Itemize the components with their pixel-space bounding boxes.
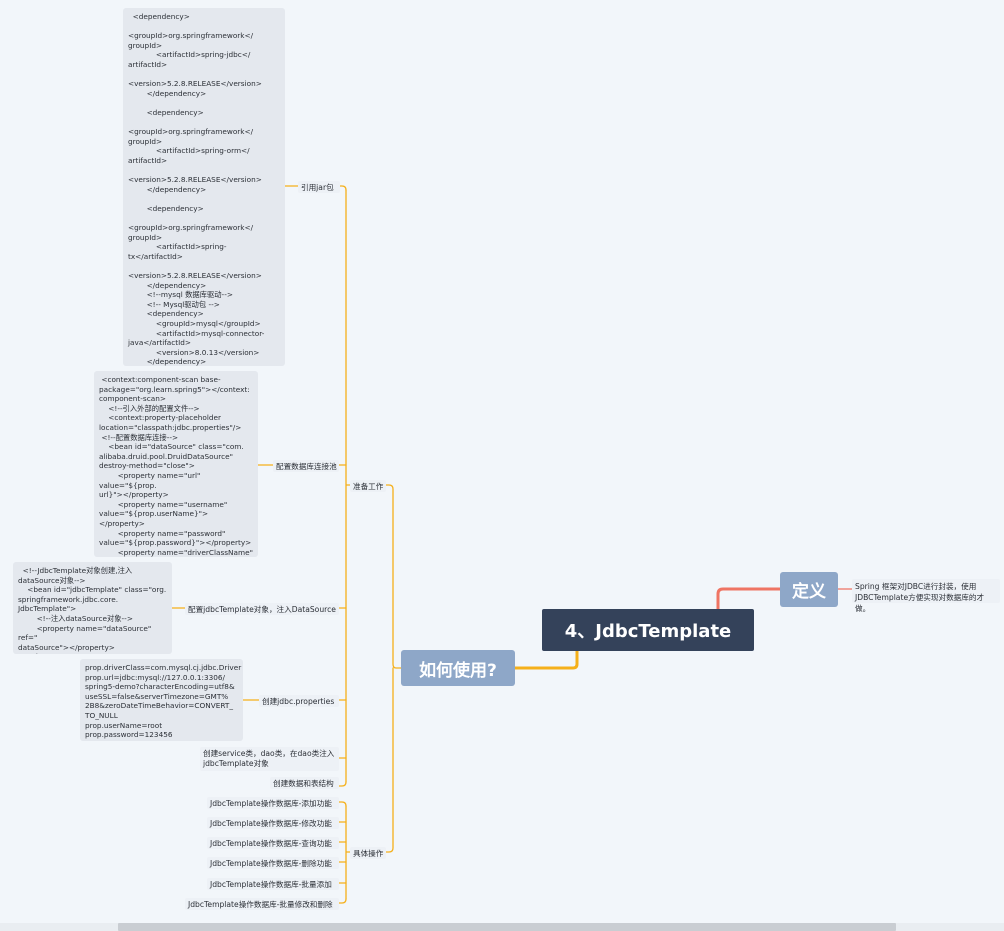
code-datasource-config[interactable]: <context:component-scan base- package="o… [94, 371, 258, 557]
link-ops-batchupdate [338, 898, 347, 904]
usage-topic[interactable]: 如何使用? [401, 650, 515, 686]
ops-item-query[interactable]: JdbcTemplate操作数据库-查询功能 [207, 837, 339, 849]
horizontal-scrollbar[interactable] [0, 923, 1004, 931]
link-prep-trunk [345, 189, 351, 783]
prep-topic[interactable]: 准备工作 [350, 480, 386, 492]
prep-item-jdbctemplate[interactable]: 配置jdbcTemplate对象，注入DataSource [185, 603, 339, 615]
prep-item-service[interactable]: 创建service类，dao类，在dao类注入jdbcTemplate对象 [200, 747, 339, 771]
link-prep-jar [338, 185, 347, 191]
definition-text[interactable]: Spring 框架对JDBC进行封装，使用JDBCTemplate方便实现对数据… [852, 579, 1000, 613]
link-root-usage [513, 649, 579, 670]
ops-item-add[interactable]: JdbcTemplate操作数据库-添加功能 [207, 797, 339, 809]
link-usage-prep [383, 484, 402, 669]
code-jar-dependencies[interactable]: <dependency> <groupId>org.springframewor… [123, 8, 285, 366]
code-jdbc-properties[interactable]: prop.driverClass=com.mysql.cj.jdbc.Drive… [80, 659, 243, 741]
root-topic[interactable]: 4、JdbcTemplate [542, 609, 754, 651]
scrollbar-thumb[interactable] [118, 923, 896, 931]
definition-topic[interactable]: 定义 [780, 572, 838, 607]
prep-item-table[interactable]: 创建数据和表结构 [270, 777, 339, 789]
prep-item-jar[interactable]: 引用jar包 [298, 181, 340, 193]
link-ops-add [338, 801, 347, 807]
ops-item-batch-update-delete[interactable]: JdbcTemplate操作数据库-批量修改和删除 [185, 898, 339, 910]
ops-item-batch-add[interactable]: JdbcTemplate操作数据库-批量添加 [207, 878, 339, 890]
link-usage-ops [383, 667, 394, 853]
prep-item-properties[interactable]: 创建jdbc.properties [259, 695, 339, 707]
ops-topic[interactable]: 具体操作 [350, 847, 386, 859]
link-root-definition [716, 587, 782, 611]
code-jdbctemplate-bean[interactable]: <!--JdbcTemplate对象创建,注入 dataSource对象--> … [13, 562, 172, 654]
ops-item-delete[interactable]: JdbcTemplate操作数据库-删除功能 [207, 857, 339, 869]
link-prep-table [338, 781, 347, 787]
prep-item-pool[interactable]: 配置数据库连接池 [273, 460, 339, 472]
ops-item-update[interactable]: JdbcTemplate操作数据库-修改功能 [207, 817, 339, 829]
